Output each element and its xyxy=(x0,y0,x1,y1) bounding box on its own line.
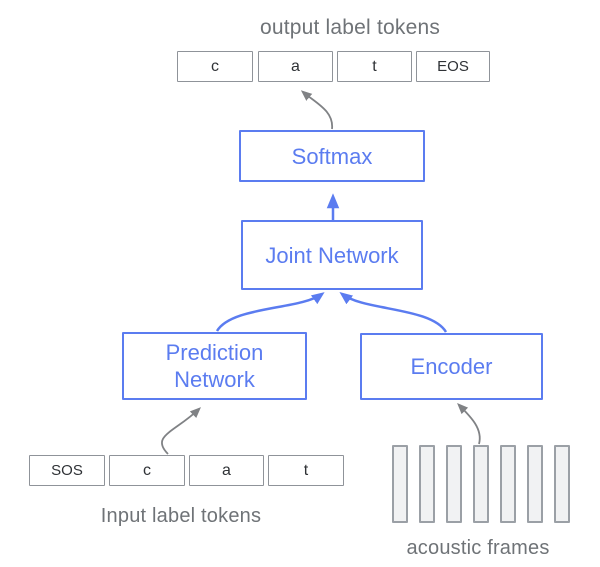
output-token-t: t xyxy=(337,51,412,82)
output-token-a: a xyxy=(258,51,333,82)
acoustic-frame-bar xyxy=(527,445,543,523)
softmax-block: Softmax xyxy=(239,130,425,182)
input-token-c: c xyxy=(109,455,185,486)
joint-network-block: Joint Network xyxy=(241,220,423,290)
input-token-sos: SOS xyxy=(29,455,105,486)
acoustic-frame-bar xyxy=(554,445,570,523)
arrow-acoustic-frame-to-encoder xyxy=(457,403,481,445)
prediction-network-block: Prediction Network xyxy=(122,332,307,400)
arrow-input-token-to-prediction xyxy=(161,407,201,455)
acoustic-frame-bar xyxy=(473,445,489,523)
encoder-block: Encoder xyxy=(360,333,543,400)
input-token-a: a xyxy=(189,455,264,486)
input-label-tokens-caption: Input label tokens xyxy=(100,505,262,527)
output-label-tokens-caption: output label tokens xyxy=(259,16,441,39)
arrow-softmax-to-output-token xyxy=(300,90,333,130)
arrow-prediction-to-joint xyxy=(215,292,325,332)
acoustic-frames-caption: acoustic frames xyxy=(406,537,550,559)
arrow-encoder-to-joint xyxy=(339,292,448,333)
acoustic-frame-bar xyxy=(500,445,516,523)
input-token-t: t xyxy=(268,455,344,486)
output-token-c: c xyxy=(177,51,253,82)
acoustic-frame-bar xyxy=(446,445,462,523)
output-token-eos: EOS xyxy=(416,51,490,82)
acoustic-frame-bar xyxy=(419,445,435,523)
acoustic-frame-bar xyxy=(392,445,408,523)
